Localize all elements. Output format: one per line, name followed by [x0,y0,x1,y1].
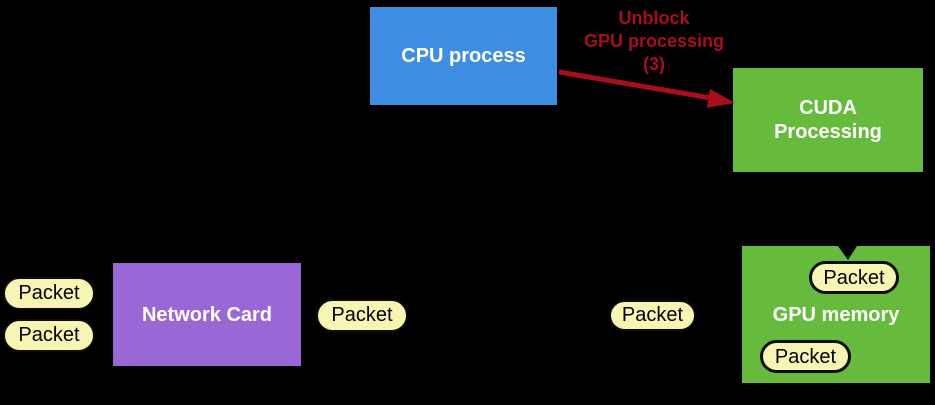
cpu-process-node: CPU process [370,7,557,105]
packet-label: Packet [621,304,684,326]
unblock-annotation: Unblock GPU processing (3) [570,7,738,76]
packet-label: Packet [18,324,80,346]
cuda-processing-node: CUDA Processing [733,68,923,172]
gpu-memory-label: GPU memory [772,304,900,326]
packet-label: Packet [823,266,885,289]
unblock-annotation-line1: Unblock [618,8,690,28]
packet-pill-gpu-bottom: Packet [760,340,851,373]
cuda-processing-label-line1: CUDA [799,97,857,119]
packet-label: Packet [18,282,80,304]
packet-pill-queue-1: Packet [3,277,95,310]
network-card-node: Network Card [113,263,301,366]
cuda-processing-label: CUDA Processing [733,96,923,144]
unblock-annotation-line3: (3) [643,54,665,74]
unblock-annotation-line2: GPU processing [583,31,725,51]
packet-pill-queue-2: Packet [3,319,95,352]
packet-label: Packet [331,304,393,326]
packet-pill-before-gpu: Packet [609,300,696,331]
unblock-arrow-head [706,89,735,108]
packet-pill-gpu-top: Packet [809,261,899,294]
cuda-processing-label-line2: Processing [774,121,882,143]
gpu-memory-node: GPU memory Packet Packet [742,246,930,383]
network-card-label: Network Card [141,303,273,326]
packet-pill-after-nic: Packet [316,299,408,332]
packet-label: Packet [774,345,837,368]
cpu-process-label: CPU process [401,45,526,67]
